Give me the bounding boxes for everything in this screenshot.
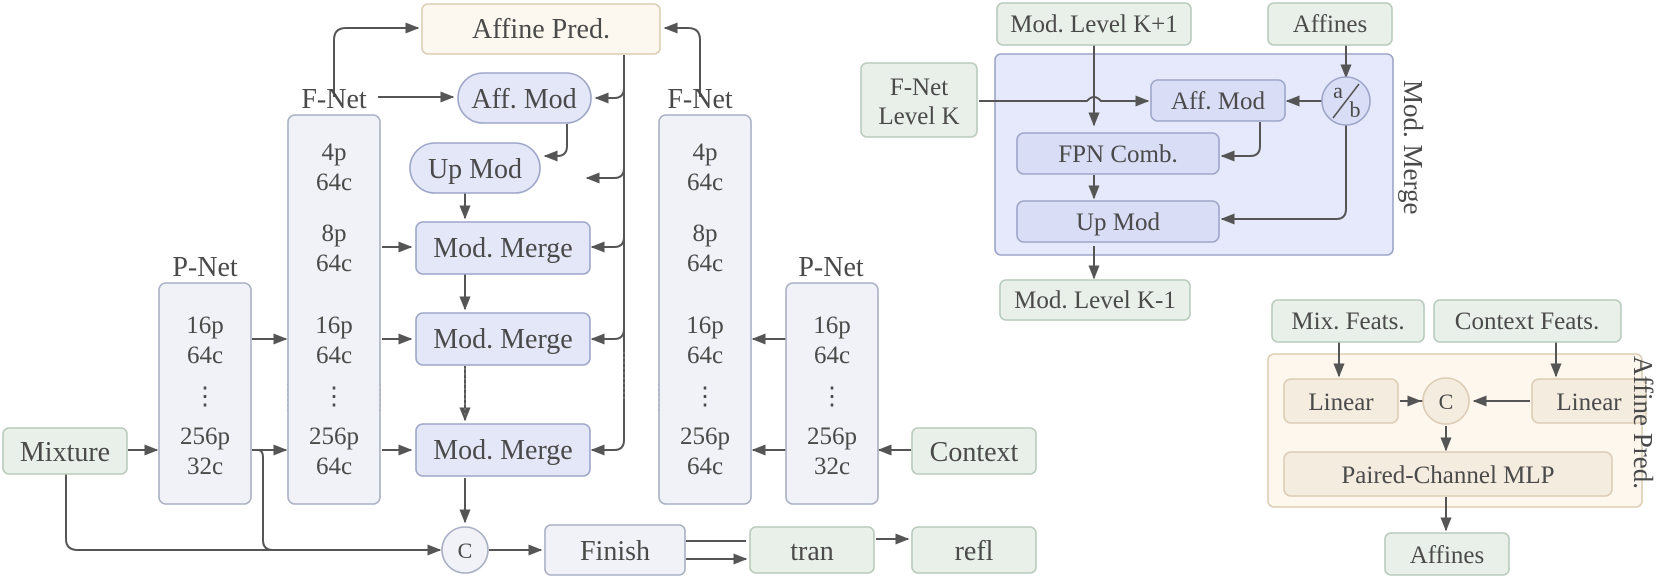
split-b-label: b (1350, 97, 1361, 122)
mod-level-up: Mod. Level K+1 (996, 2, 1192, 46)
affine-split-node: a b (1321, 76, 1371, 126)
mod-merge-node: Mod. Merge (415, 312, 591, 366)
fnet-level-k-input: F-Net Level K (860, 62, 978, 138)
level-label: 4p (693, 139, 718, 166)
affine-pred-label: Affine Pred. (472, 14, 610, 45)
context-label: Context (930, 437, 1019, 468)
mm-up-mod-label: Up Mod (1076, 209, 1161, 236)
up-mod-label: Up Mod (428, 154, 522, 185)
linear-left-node: Linear (1283, 378, 1399, 424)
concat-label: C (458, 538, 473, 563)
mod-level-down-label: Mod. Level K-1 (1014, 287, 1176, 314)
context-feats-label: Context Feats. (1455, 308, 1599, 335)
fnet-right-title: F-Net (667, 84, 733, 115)
level-label: 64c (687, 250, 723, 277)
level-label: 64c (187, 342, 223, 369)
level-label: 64c (316, 169, 352, 196)
connectors (65, 22, 1562, 565)
level-label: 4p (322, 139, 347, 166)
split-a-label: a (1333, 78, 1343, 103)
affines-output: Affines (1384, 532, 1510, 576)
level-label: 256p (309, 423, 359, 450)
level-label: 64c (316, 453, 352, 480)
context-input: Context (911, 427, 1037, 475)
mod-level-down: Mod. Level K-1 (999, 279, 1191, 321)
level-label: 8p (693, 220, 718, 247)
level-label: 64c (316, 250, 352, 277)
fpn-comb-node: FPN Comb. (1016, 132, 1220, 175)
aff-mod-node: Aff. Mod (457, 72, 592, 124)
mm-aff-mod-node: Aff. Mod (1150, 79, 1286, 122)
level-label: 16p (813, 312, 851, 339)
level-label: 32c (814, 453, 850, 480)
pnet-left-title: P-Net (172, 252, 238, 283)
fnet-level-label: F-Net (890, 74, 948, 101)
level-label: 8p (322, 220, 347, 247)
mod-merge-node: Mod. Merge (415, 423, 591, 477)
linear-right-node: Linear (1531, 378, 1647, 424)
fnet-left-column: 4p 64c 8p 64c 16p 64c ⋮ 256p 64c (287, 114, 381, 505)
paired-channel-mlp-node: Paired-Channel MLP (1283, 451, 1613, 497)
tran-output: tran (749, 526, 875, 574)
mod-merge-label: Mod. Merge (433, 233, 572, 264)
ellipsis: ⋮ (693, 383, 718, 410)
up-mod-node: Up Mod (409, 142, 541, 194)
mm-up-mod-node: Up Mod (1016, 200, 1220, 243)
mm-affines-label: Affines (1293, 11, 1368, 38)
context-feats-input: Context Feats. (1433, 299, 1622, 343)
level-label: 64c (687, 342, 723, 369)
tran-label: tran (790, 536, 834, 567)
affine-pred-box: Affine Pred. (421, 3, 661, 55)
level-label: 64c (687, 169, 723, 196)
affine-panel-title: Affine Pred. (1628, 356, 1658, 489)
level-label: 16p (315, 312, 353, 339)
mlp-label: Paired-Channel MLP (1341, 462, 1554, 489)
linear-label: Linear (1556, 389, 1622, 416)
mod-level-up-label: Mod. Level K+1 (1010, 11, 1178, 38)
refl-label: refl (955, 536, 994, 567)
pnet-left-column: 16p 64c ⋮ 256p 32c (158, 282, 252, 505)
pnet-right-title: P-Net (798, 252, 864, 283)
level-label: 32c (187, 453, 223, 480)
affine-concat-label: C (1439, 389, 1454, 414)
mod-merge-node: Mod. Merge (415, 221, 591, 275)
aff-mod-label: Aff. Mod (471, 84, 576, 115)
mod-merge-panel-title: Mod. Merge (1398, 80, 1428, 215)
level-label: 16p (186, 312, 224, 339)
level-label: 64c (687, 453, 723, 480)
mix-feats-label: Mix. Feats. (1291, 308, 1404, 335)
refl-output: refl (911, 526, 1037, 574)
level-label: 256p (680, 423, 730, 450)
mod-merge-label: Mod. Merge (433, 324, 572, 355)
linear-label: Linear (1308, 389, 1374, 416)
ellipsis: ⋮ (322, 383, 347, 410)
level-label: 256p (180, 423, 230, 450)
finish-label: Finish (580, 536, 650, 567)
pnet-right-column: 16p 64c ⋮ 256p 32c (785, 282, 879, 505)
concat-node: C (441, 526, 489, 574)
fpn-comb-label: FPN Comb. (1058, 141, 1177, 168)
fnet-right-column: 4p 64c 8p 64c 16p 64c ⋮ 256p 64c (658, 114, 752, 505)
mod-merge-label: Mod. Merge (433, 435, 572, 466)
ellipsis: ⋮ (193, 383, 218, 410)
mix-feats-input: Mix. Feats. (1271, 299, 1425, 343)
level-label: 256p (807, 423, 857, 450)
fnet-left-title: F-Net (301, 84, 367, 115)
finish-node: Finish (544, 524, 686, 576)
level-label: 64c (316, 342, 352, 369)
mm-affines-input: Affines (1267, 2, 1393, 46)
ellipsis: ⋮ (820, 383, 845, 410)
mm-aff-mod-label: Aff. Mod (1171, 88, 1265, 115)
mixture-label: Mixture (20, 437, 110, 468)
mixture-input: Mixture (2, 427, 128, 475)
affine-concat-node: C (1422, 377, 1470, 425)
affines-output-label: Affines (1410, 542, 1485, 569)
fnet-level-label: Level K (878, 103, 959, 130)
level-label: 16p (686, 312, 724, 339)
level-label: 64c (814, 342, 850, 369)
